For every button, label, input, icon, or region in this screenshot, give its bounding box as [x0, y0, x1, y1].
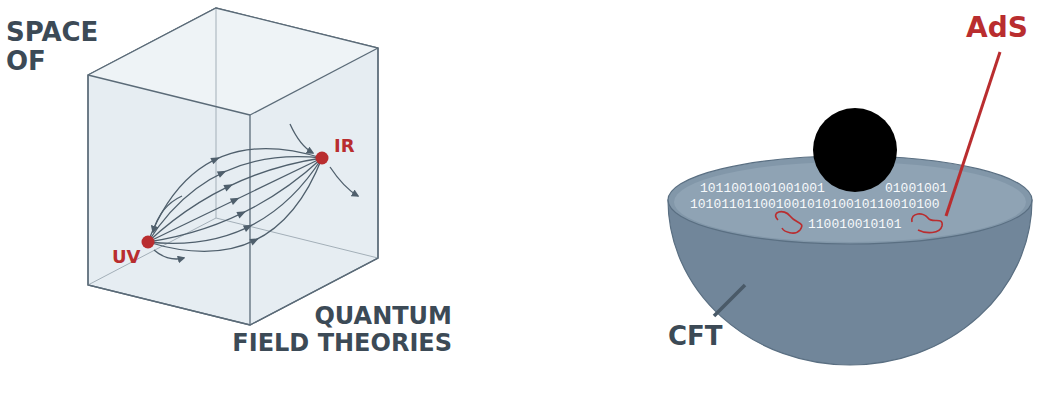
flow-arrowhead	[243, 225, 253, 232]
flow-arrowhead	[230, 198, 240, 205]
cube-body	[88, 8, 378, 325]
boundary-region	[776, 212, 802, 233]
boundary-region	[912, 214, 942, 233]
flow-line	[148, 149, 322, 242]
flow-line	[148, 158, 322, 251]
cube-hidden-edges	[88, 8, 378, 285]
theory-space-cube	[88, 8, 378, 325]
binary-data: 10101101100100101010010110010100	[690, 198, 940, 212]
leader-line	[714, 285, 745, 316]
flow-arrowhead	[223, 184, 233, 191]
flow-line	[148, 158, 322, 242]
flow-line	[148, 157, 322, 242]
flow-line	[148, 158, 322, 242]
binary-data: 1011001001001001	[700, 182, 825, 196]
flow-arrowhead	[236, 211, 246, 218]
binary-data: 110010010101	[808, 218, 902, 232]
boundary-label: CFT	[668, 322, 723, 351]
uv-fixed-point	[142, 236, 155, 249]
ads-bowl	[668, 108, 1032, 365]
cube-edges	[88, 8, 378, 325]
axis-title: QUANTUM FIELD THEORIES	[230, 303, 452, 357]
black-hole	[813, 108, 897, 192]
flow-line	[148, 158, 322, 242]
axis-title: SPACE OF	[6, 18, 98, 76]
cube-top-face	[88, 8, 378, 115]
flow-arrowhead	[249, 238, 259, 245]
flow-arrowhead	[210, 157, 220, 164]
binary-data: 01001001	[885, 182, 947, 196]
ir-fixed-point	[316, 152, 329, 165]
fixed-point-label: UV	[112, 247, 141, 267]
flow-line	[148, 158, 322, 243]
fixed-point-label: IR	[334, 136, 355, 156]
stray-flows	[153, 124, 358, 259]
rg-flow-lines	[148, 149, 322, 252]
region-label: AdS	[966, 12, 1028, 43]
leader-line	[946, 52, 1000, 216]
flow-arrowhead	[217, 171, 227, 178]
